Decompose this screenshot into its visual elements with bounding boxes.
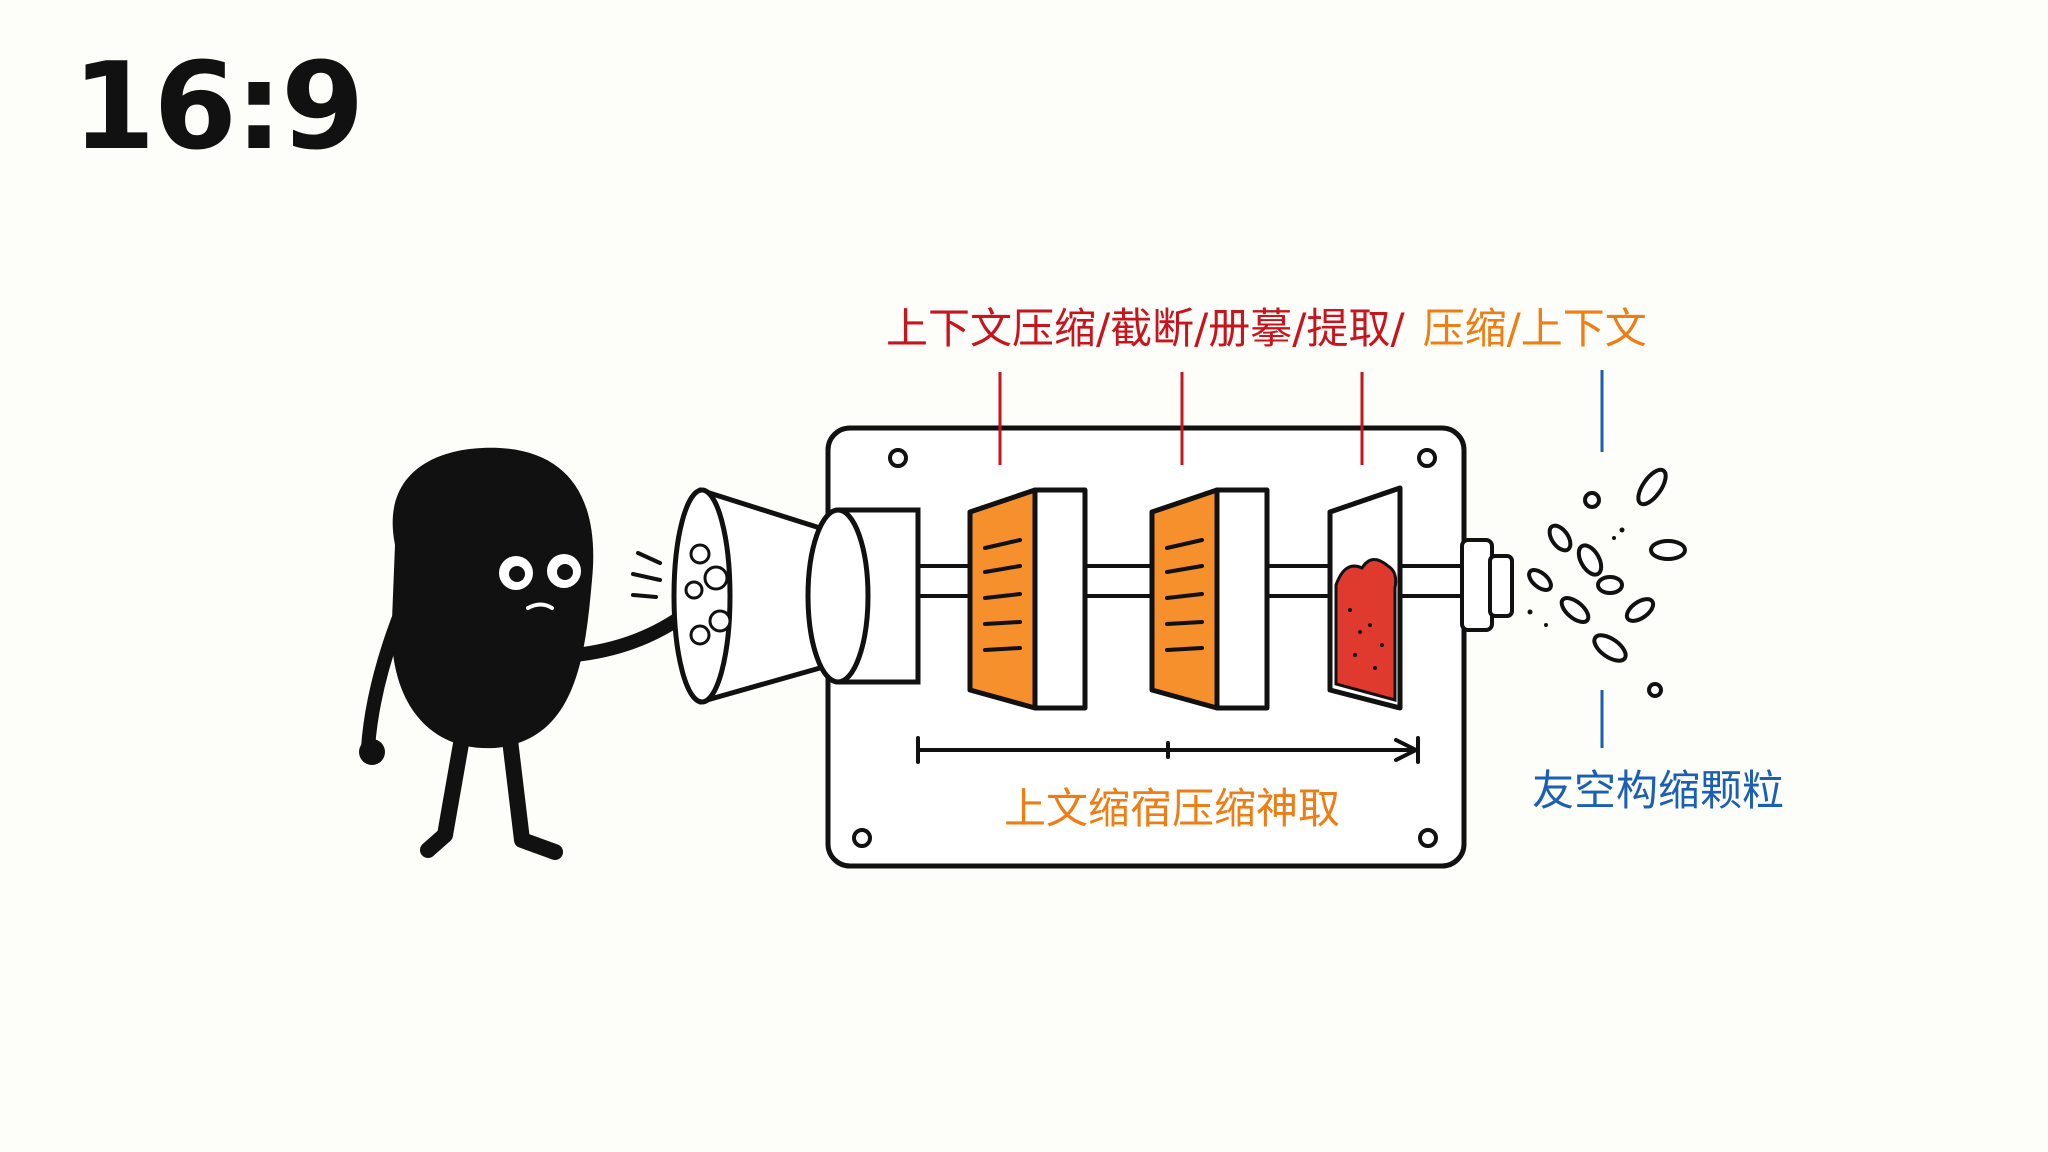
screw-icon	[852, 828, 872, 848]
granule-dust	[1527, 527, 1625, 627]
filter-disc-icon	[1149, 487, 1270, 711]
output-label: 友空构缩颗粒	[1532, 766, 1784, 815]
bottom-process-label: 上文缩宿压缩神取	[1004, 784, 1340, 833]
top-process-label-orange: 压缩/上下文	[1423, 304, 1647, 353]
screw-icon	[1417, 448, 1437, 468]
screw-icon	[888, 448, 908, 468]
top-process-label-red: 上下文压缩/截断/册摹/提取/	[886, 304, 1405, 353]
output-nozzle	[1460, 538, 1514, 632]
granule-icon	[1527, 467, 1687, 698]
span-arrow	[916, 736, 1420, 764]
aspect-ratio-label: 16:9	[72, 38, 364, 177]
screw-icon	[1418, 828, 1438, 848]
residue-chamber-icon	[1327, 485, 1403, 711]
intake-cylinder	[805, 507, 921, 685]
funnel-icon	[671, 487, 823, 705]
top-process-label: 上下文压缩/截断/册摹/提取/压缩/上下文	[886, 304, 1647, 353]
filter-disc-icon	[967, 487, 1088, 711]
blob-character-icon	[359, 447, 704, 860]
top-pointer-lines	[998, 372, 1364, 465]
